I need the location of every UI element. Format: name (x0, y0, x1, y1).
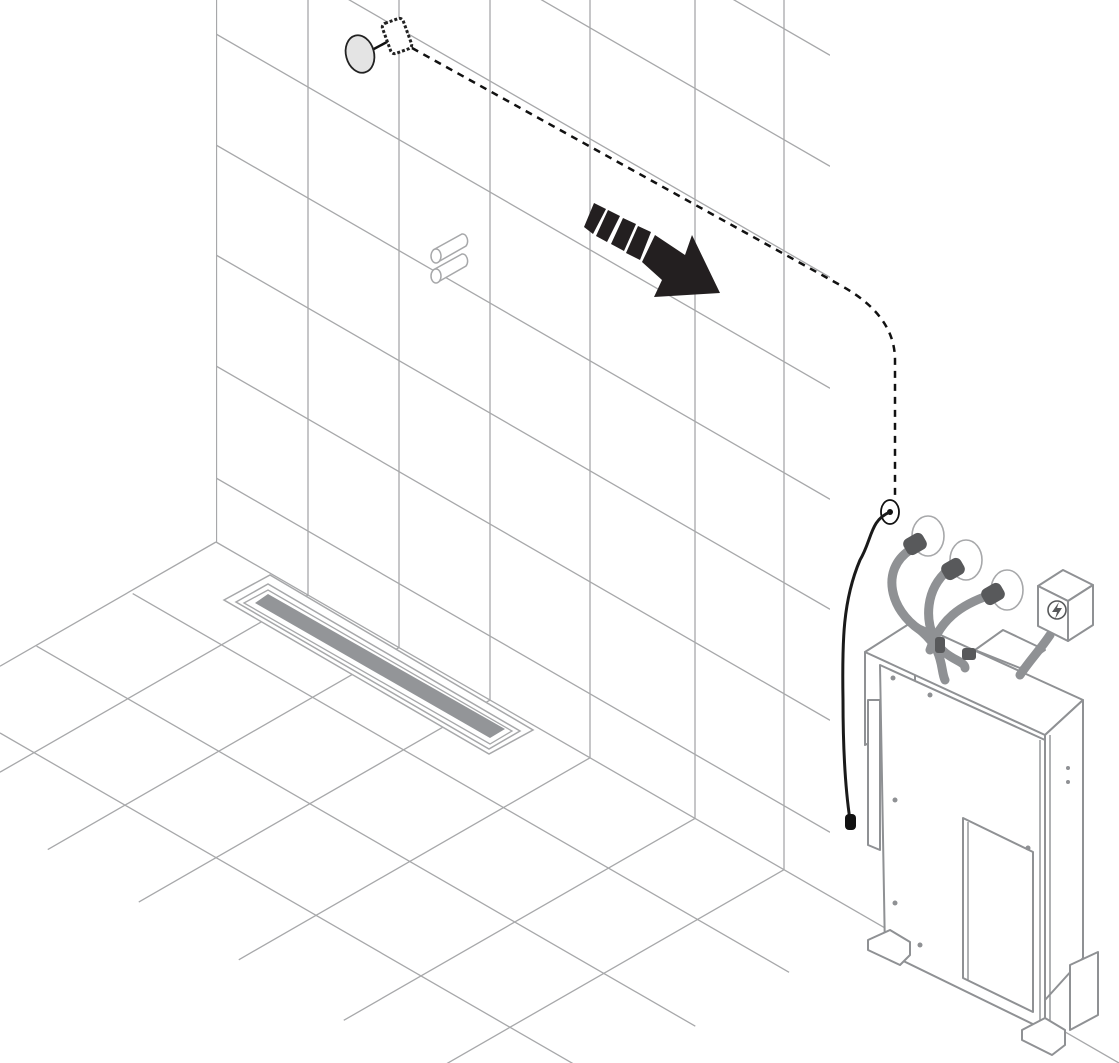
direction-arrow-icon (584, 203, 720, 297)
floor-tile-line (238, 757, 591, 961)
wall-tile-line (216, 0, 830, 278)
steam-generator-unit (864, 621, 1099, 1056)
floor-tile-line (47, 647, 400, 851)
water-hose-connections (887, 515, 1055, 685)
floor-tile-line (446, 869, 785, 1063)
wall-floor-edge (215, 541, 861, 915)
wall-tile-line (216, 365, 830, 721)
shower-control-knob (344, 16, 414, 74)
wall-tile-line (216, 0, 830, 167)
wall-cable-outlet (841, 499, 900, 830)
electrical-junction-box (1037, 569, 1094, 642)
cable-route-dashed-line (411, 46, 897, 500)
floor-tile-line (0, 732, 574, 1063)
lightning-bolt-icon (1047, 600, 1067, 620)
floor-tile-line (0, 541, 217, 667)
floor-tile-line (343, 817, 696, 1021)
floor-tile-line (132, 592, 790, 973)
wall-tile-line (216, 144, 830, 500)
wall-tile-line (216, 33, 830, 389)
floor-tile-line (0, 594, 309, 773)
wall-pipe-outlets (430, 233, 469, 284)
wall-tile-line (216, 477, 830, 833)
floor-tile-line (36, 645, 696, 1027)
wall-tile-line (216, 254, 830, 610)
floor-tile-line (138, 699, 491, 903)
floor-tile-grid (0, 541, 1119, 1063)
wall-tile-grid (216, 0, 830, 870)
linear-floor-drain (222, 574, 535, 755)
